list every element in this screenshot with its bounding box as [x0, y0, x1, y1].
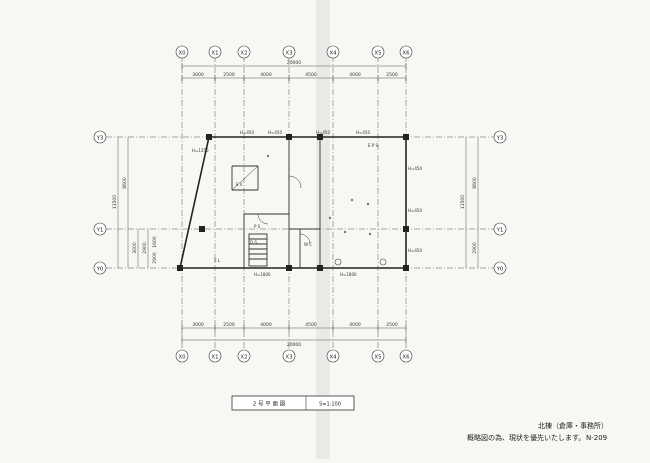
- scan-fold: [316, 0, 330, 459]
- dim-span-top: 2500: [223, 72, 235, 78]
- dim-span-bottom: 2500: [223, 322, 235, 328]
- footer-page: N-209: [586, 434, 607, 442]
- dim-span-left: 3000: [132, 242, 138, 254]
- footer-note: 概略図の為、現状を優先いたします。: [467, 433, 585, 442]
- grid-label-left: Y0: [96, 267, 104, 273]
- height-label: H=450: [268, 130, 282, 135]
- grid-label-right: Y3: [496, 136, 504, 142]
- dim-span-right: 8600: [472, 177, 478, 189]
- grid-label-bottom: X0: [178, 355, 186, 361]
- dim-span-left: 2900: [142, 242, 148, 254]
- dim-span-left: 8600: [122, 177, 128, 189]
- dim-small-left: 2900: [152, 252, 158, 264]
- height-label: H=450: [408, 166, 422, 171]
- dim-overall-top: 20000: [287, 60, 301, 66]
- height-label: H=1350: [192, 148, 209, 153]
- dim-span-top: 4000: [260, 72, 272, 78]
- grid-label-top: X6: [402, 51, 410, 57]
- dim-span-top: 4500: [305, 72, 317, 78]
- grid-label-bottom: X4: [329, 355, 337, 361]
- dim-span-bottom: 4000: [260, 322, 272, 328]
- dim-span-bottom: 3000: [192, 322, 204, 328]
- grid-label-right: Y0: [496, 267, 504, 273]
- dim-span-right: 2900: [472, 242, 478, 254]
- room-label: S L: [214, 258, 221, 263]
- dim-span-top: 2500: [386, 72, 398, 78]
- grid-label-bottom: X6: [402, 355, 410, 361]
- dim-overall-left: 11500: [112, 195, 118, 209]
- grid-label-left: Y1: [96, 228, 104, 234]
- grid-label-top: X0: [178, 51, 186, 57]
- grid-label-top: X3: [285, 51, 293, 57]
- room-label: D S: [250, 240, 257, 245]
- dim-overall-bottom: 20000: [287, 342, 301, 348]
- room-label: E V: [236, 182, 243, 187]
- footer-building: 北棟（倉庫・事務所）: [538, 421, 608, 430]
- dim-small-left: 1600: [152, 236, 158, 248]
- columns: [177, 134, 409, 271]
- dim-span-bottom: 2500: [386, 322, 398, 328]
- room-label: E P S: [368, 143, 378, 148]
- grid-label-top: X1: [211, 51, 218, 57]
- grid-label-top: X5: [374, 51, 382, 57]
- height-label: H=450: [240, 130, 254, 135]
- height-label: H=450: [356, 130, 370, 135]
- height-label: H=450: [408, 208, 422, 213]
- dim-span-bottom: 4500: [305, 322, 317, 328]
- height-label: H=450: [316, 130, 330, 135]
- dim-span-top: 4000: [349, 72, 361, 78]
- grid-label-top: X2: [240, 51, 247, 57]
- grid-label-left: Y3: [96, 136, 104, 142]
- height-label: H=1800: [340, 272, 357, 277]
- height-label: H=450: [408, 248, 422, 253]
- grid-label-bottom: X1: [211, 355, 218, 361]
- grid-label-bottom: X2: [240, 355, 247, 361]
- room-label: P S: [254, 224, 261, 229]
- dim-span-bottom: 4000: [349, 322, 361, 328]
- grid-label-right: Y1: [496, 228, 504, 234]
- grid-label-bottom: X3: [285, 355, 293, 361]
- grid-label-bottom: X5: [374, 355, 382, 361]
- title-box: 2 号 平 面 図 S=1:100: [231, 395, 355, 411]
- plan-title: 2 号 平 面 図: [253, 401, 286, 408]
- plan-scale: S=1:100: [319, 402, 341, 408]
- grid-label-top: X4: [329, 51, 337, 57]
- height-label: H=1800: [254, 272, 271, 277]
- dim-span-top: 3000: [192, 72, 204, 78]
- dim-overall-right: 11500: [460, 195, 466, 209]
- room-label: W C: [304, 242, 312, 247]
